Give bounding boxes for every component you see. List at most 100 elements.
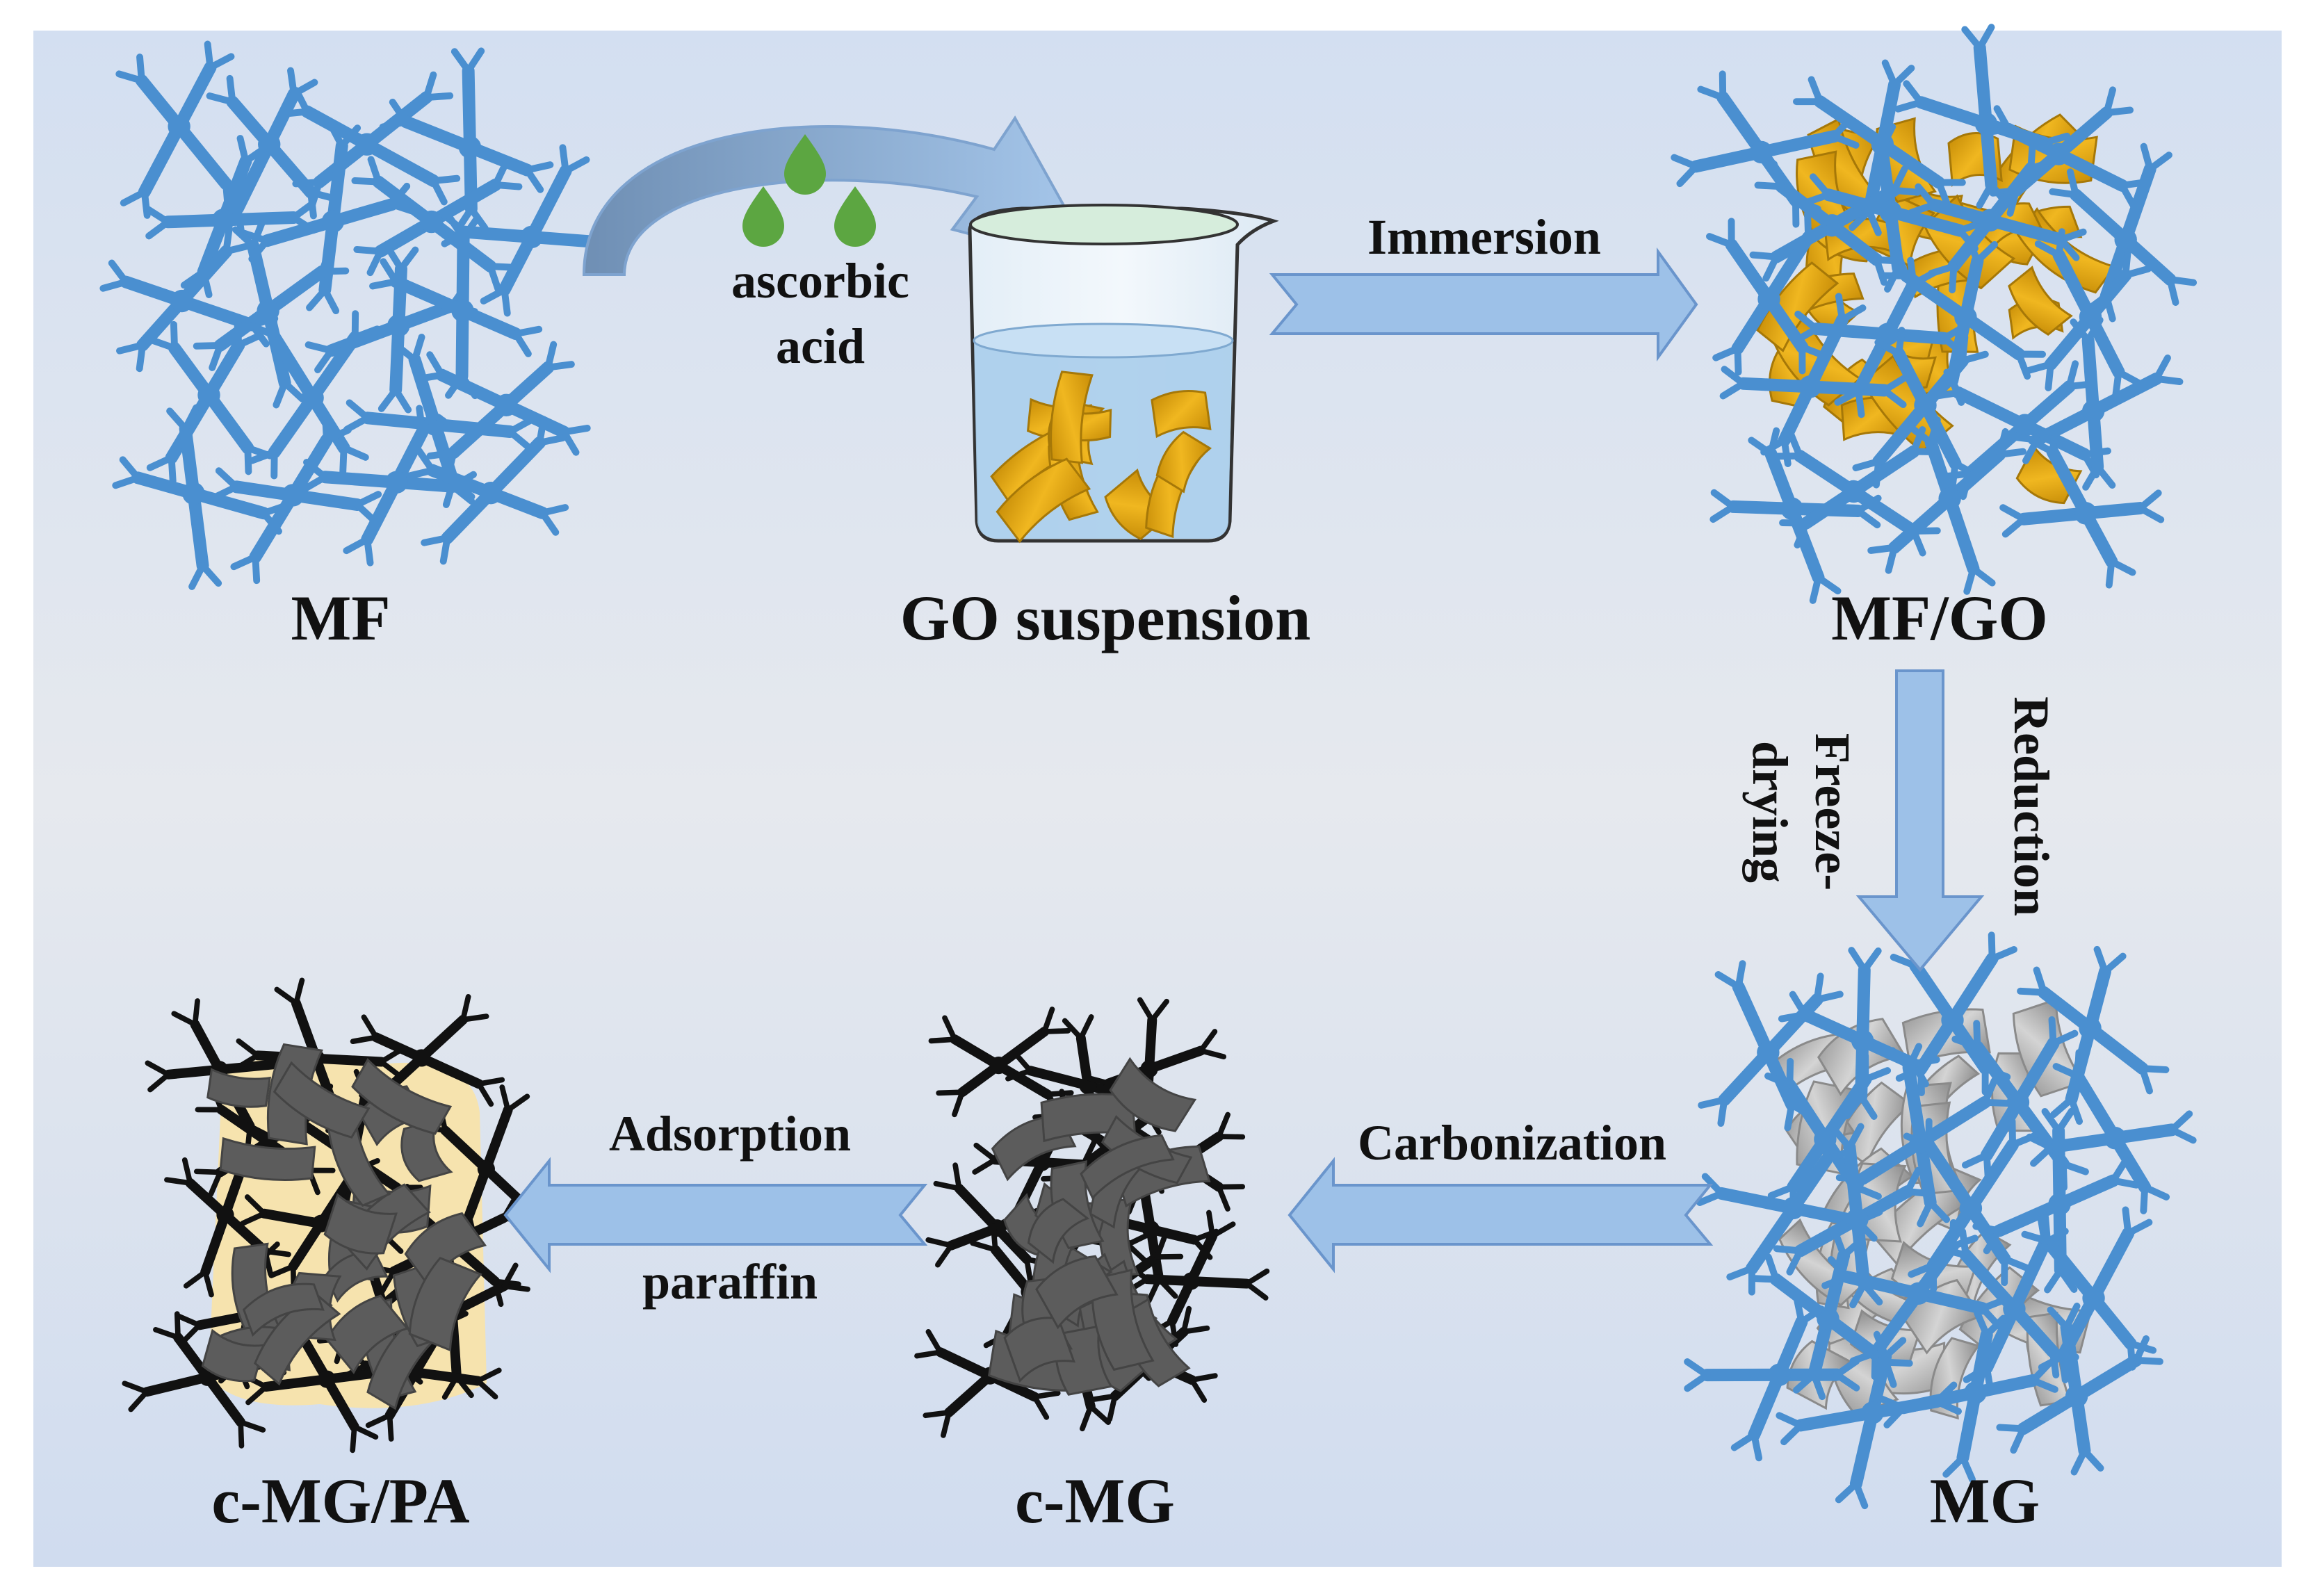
foam-strut-tip	[306, 286, 340, 315]
foam-strut	[1803, 380, 1891, 397]
foam-strut	[360, 138, 440, 188]
foam-node	[2065, 1385, 2088, 1408]
foam-strut-tip	[1804, 210, 1834, 241]
foam-node	[168, 115, 190, 138]
foam-strut	[416, 1052, 484, 1089]
foam-strut-tip	[2168, 1110, 2197, 1144]
foam-strut	[990, 1244, 1034, 1297]
foam-strut-tip	[1894, 80, 1924, 113]
foam-node	[1907, 1282, 1930, 1305]
foam-strut	[1887, 492, 1956, 554]
acid-label: acid	[776, 318, 865, 374]
foam-strut-tip	[1813, 972, 1844, 1003]
foam-strut-tip	[230, 553, 261, 585]
foam-strut	[1843, 1141, 1864, 1226]
foam-node	[1846, 1207, 1869, 1231]
adsorption-arrow	[503, 1157, 928, 1273]
foam-strut-tip	[2133, 1335, 2163, 1365]
foam-strut	[142, 1372, 213, 1397]
foam-strut-tip	[234, 1038, 261, 1070]
foam-strut-tip	[2001, 1255, 2031, 1287]
foam-strut-tip	[322, 412, 352, 443]
foam-strut-tip	[365, 1412, 394, 1442]
foam-strut	[1952, 386, 2031, 432]
foam-strut-tip	[1832, 1230, 1865, 1260]
foam-strut-tip	[2070, 1447, 2104, 1476]
foam-strut-tip	[248, 448, 278, 480]
curved-transfer-arrow	[582, 115, 1102, 276]
foam-strut-tip	[234, 318, 264, 349]
foam-strut-tip	[351, 156, 382, 186]
foam-strut	[993, 1060, 1053, 1100]
foam-strut-tip	[1719, 366, 1747, 400]
foam-strut-tip	[350, 1424, 379, 1454]
foam-strut-tip	[501, 1262, 530, 1292]
foam-strut-tip	[2112, 368, 2143, 399]
foam-strut-tip	[232, 220, 266, 250]
foam-strut-tip	[2166, 276, 2198, 307]
liquid-surface	[973, 323, 1234, 359]
beaker	[968, 204, 1279, 544]
foam-node	[1876, 323, 1899, 345]
foam-node	[2048, 1193, 2071, 1216]
foam-strut	[2052, 248, 2097, 323]
foam-strut-tip	[512, 325, 543, 357]
foam-node	[385, 471, 408, 494]
foam-strut-tip	[1671, 154, 1700, 188]
graphene-sheet	[327, 1112, 391, 1207]
foam-strut	[440, 1125, 492, 1174]
foam-strut-tip	[353, 245, 384, 277]
foam-strut-tip	[970, 1223, 998, 1253]
foam-strut	[138, 120, 186, 199]
foam-strut-tip	[1931, 368, 1963, 400]
foam-strut-tip	[1903, 1118, 1933, 1149]
foam-node	[1757, 1041, 1780, 1064]
foam-strut-tip	[536, 416, 567, 446]
foam-strut-tip	[1881, 59, 1915, 88]
foam-strut-tip	[2052, 1049, 2083, 1080]
foam-strut-tip	[1080, 1403, 1112, 1432]
foam-node	[355, 133, 379, 156]
foam-strut	[306, 331, 362, 405]
graphene-sheet	[404, 1212, 487, 1288]
foam-strut-tip	[1874, 327, 1906, 357]
graphene-sheet	[408, 1257, 482, 1352]
foam-strut	[200, 1210, 231, 1277]
foam-node	[1817, 1307, 1839, 1330]
c-mg-foam-structure	[914, 997, 1270, 1438]
foam-strut-tip	[1867, 544, 1898, 574]
foam-strut-tip	[2138, 1065, 2170, 1095]
foam-strut	[416, 1014, 468, 1063]
foam-strut-tip	[1748, 1253, 1780, 1283]
foam-node	[2081, 400, 2105, 423]
foam-strut-tip	[164, 1157, 193, 1186]
foam-node	[1954, 306, 1977, 329]
foam-strut-tip	[2152, 354, 2184, 386]
foam-node	[2079, 1016, 2102, 1040]
foam-strut	[2046, 446, 2093, 520]
acid-drop-icon	[784, 134, 826, 195]
foam-strut	[1946, 952, 1999, 1027]
foam-strut-tip	[406, 447, 437, 480]
foam-node	[1842, 480, 1865, 503]
graphene-sheet	[1035, 1255, 1119, 1330]
adsorption-label: Adsorption	[609, 1106, 851, 1162]
foam-strut	[1959, 1248, 2021, 1315]
mf-go-label: MF/GO	[1831, 583, 2048, 653]
foam-strut-tip	[2029, 1360, 2058, 1393]
foam-strut-tip	[1981, 105, 2013, 136]
foam-strut	[410, 1367, 483, 1386]
foam-strut-tip	[928, 1015, 958, 1044]
foam-strut	[525, 165, 572, 243]
foam-strut-tip	[1778, 991, 1809, 1023]
foam-node	[1780, 497, 1803, 520]
foam-strut-tip	[1697, 70, 1727, 101]
foam-strut	[1856, 1136, 1927, 1185]
foam-strut-tip	[206, 74, 236, 106]
graphene-sheet	[273, 1061, 371, 1139]
foam-node	[412, 1049, 430, 1067]
foam-strut	[1762, 231, 1815, 306]
foam-strut	[2052, 1124, 2066, 1211]
foam-strut-tip	[539, 504, 569, 536]
foam-strut-tip	[2041, 1107, 2075, 1134]
